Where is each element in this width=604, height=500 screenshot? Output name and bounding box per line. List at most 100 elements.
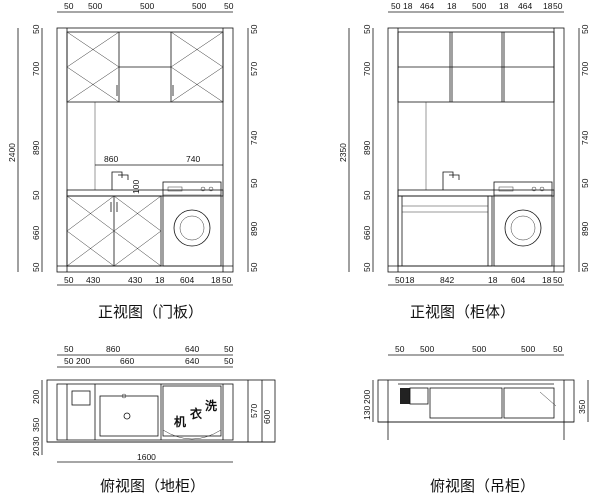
washer-label-char: 机: [174, 414, 186, 429]
dim-text: 740: [249, 131, 259, 145]
dim-text: 500: [192, 1, 206, 11]
dim-text: 700: [362, 62, 372, 76]
dim-text: 18: [488, 275, 498, 285]
dim-text: 18: [405, 275, 415, 285]
dim-text: 430: [128, 275, 142, 285]
dim-text: 660: [31, 226, 41, 240]
wall-plan-left-dims: 200 130: [362, 390, 372, 420]
dim-text: 500: [140, 1, 154, 11]
dim-text: 50: [362, 262, 372, 272]
dim-text: 464: [518, 1, 532, 11]
dim-text: 50: [580, 178, 590, 188]
dim-text: 50: [362, 24, 372, 34]
dim-text: 50: [224, 1, 234, 11]
dim-text: 50: [391, 1, 401, 11]
dim-text: 570: [249, 62, 259, 76]
body-view-bottom-dims: 50 18 842 18 604 18 50: [395, 275, 563, 285]
dim-text: 30: [31, 436, 41, 446]
washer-drum-icon: [173, 209, 211, 247]
dim-text: 50: [224, 356, 234, 366]
dim-total: 2350: [338, 143, 348, 162]
body-view-top-dims: 50 18 464 18 500 18 464 18 50: [391, 1, 563, 11]
dim-text: 50: [553, 275, 563, 285]
dim-text: 50: [64, 275, 74, 285]
dim-text: 570: [249, 404, 259, 418]
dim-text: 18: [403, 1, 413, 11]
wall-plan-top-dims: 50 500 500 500 50: [395, 344, 563, 354]
dim-text: 430: [86, 275, 100, 285]
dim-text: 200: [31, 390, 41, 404]
washer-drum-icon: [504, 209, 542, 247]
dim-text: 640: [185, 344, 199, 354]
appliance-box: [71, 390, 91, 406]
dim-text: 50: [249, 24, 259, 34]
dim-text: 660: [120, 356, 134, 366]
washer-label-char: 洗: [205, 398, 217, 413]
dim-text: 50: [64, 1, 74, 11]
dim-text: 50: [222, 275, 232, 285]
dim-text: 18: [211, 275, 221, 285]
wall-plan-right-dim: 350: [577, 400, 587, 414]
wall-cabinet-solid-block: [400, 388, 410, 404]
dim-text: 130: [362, 406, 372, 420]
body-view-right-dims: 50 700 740 50 890 50: [580, 24, 590, 272]
dim-text: 200: [362, 390, 372, 404]
dim-text: 700: [31, 62, 41, 76]
dim-text: 890: [362, 141, 372, 155]
dim-text: 50: [580, 262, 590, 272]
dim-text: 50: [553, 344, 563, 354]
dim-text: 464: [420, 1, 434, 11]
dim-text: 890: [580, 222, 590, 236]
dim-text: 20: [31, 446, 41, 456]
dim-text: 50: [64, 344, 74, 354]
dim-text: 500: [472, 344, 486, 354]
door-view-top-dims: 50 500 500 500 50: [64, 1, 234, 11]
dim-text: 860: [104, 154, 118, 164]
dim-text: 50: [249, 262, 259, 272]
dim-text: 640: [185, 356, 199, 366]
dim-text: 50: [395, 344, 405, 354]
dim-total: 2400: [7, 143, 17, 162]
dim-text: 50: [31, 24, 41, 34]
base-plan-top-dims: 50 860 640 50 50 200 660 640 50: [64, 344, 234, 366]
dim-text: 18: [542, 275, 552, 285]
dim-text: 50: [224, 344, 234, 354]
body-view-left-dims: 50 700 890 50 660 50 2350: [338, 24, 372, 272]
caption-plan-base: 俯视图（地柜）: [100, 477, 205, 495]
caption-plan-wall: 俯视图（吊柜）: [430, 477, 535, 495]
dim-text: 200: [76, 356, 90, 366]
dim-text: 18: [447, 1, 457, 11]
dim-text: 500: [88, 1, 102, 11]
washing-machine: [162, 181, 222, 267]
front-view-door-panels: [17, 11, 249, 286]
dim-text: 50: [395, 275, 405, 285]
dim-text: 860: [106, 344, 120, 354]
dim-text: 350: [31, 418, 41, 432]
body-view-outer-frame: [387, 27, 565, 273]
washing-machine-plan: [162, 385, 222, 437]
dim-text: 50: [64, 356, 74, 366]
washer-label-char: 衣: [190, 406, 202, 421]
dim-text: 842: [440, 275, 454, 285]
dim-text: 604: [180, 275, 194, 285]
dim-text: 660: [362, 226, 372, 240]
door-view-bottom-dims: 50 430 430 18 604 18 50: [64, 275, 232, 285]
front-view-cabinet-body: [348, 11, 580, 286]
sink: [99, 395, 159, 437]
dim-text: 50: [362, 190, 372, 200]
drain-icon: [123, 412, 131, 420]
dim-text: 50: [31, 262, 41, 272]
base-plan-left-dims: 200 350 30 20: [31, 390, 41, 456]
dim-text: 50: [580, 24, 590, 34]
door-view-mid-dims: 860 740 100: [104, 154, 200, 194]
caption-front-body: 正视图（柜体）: [410, 303, 515, 321]
dim-text: 890: [31, 141, 41, 155]
dim-text: 500: [420, 344, 434, 354]
dim-text: 18: [543, 1, 553, 11]
plan-view-base-cabinet: [41, 354, 276, 463]
dim-text: 740: [580, 131, 590, 145]
dim-text: 18: [499, 1, 509, 11]
caption-front-door: 正视图（门板）: [98, 303, 203, 321]
base-cabinet-body: [397, 195, 493, 267]
